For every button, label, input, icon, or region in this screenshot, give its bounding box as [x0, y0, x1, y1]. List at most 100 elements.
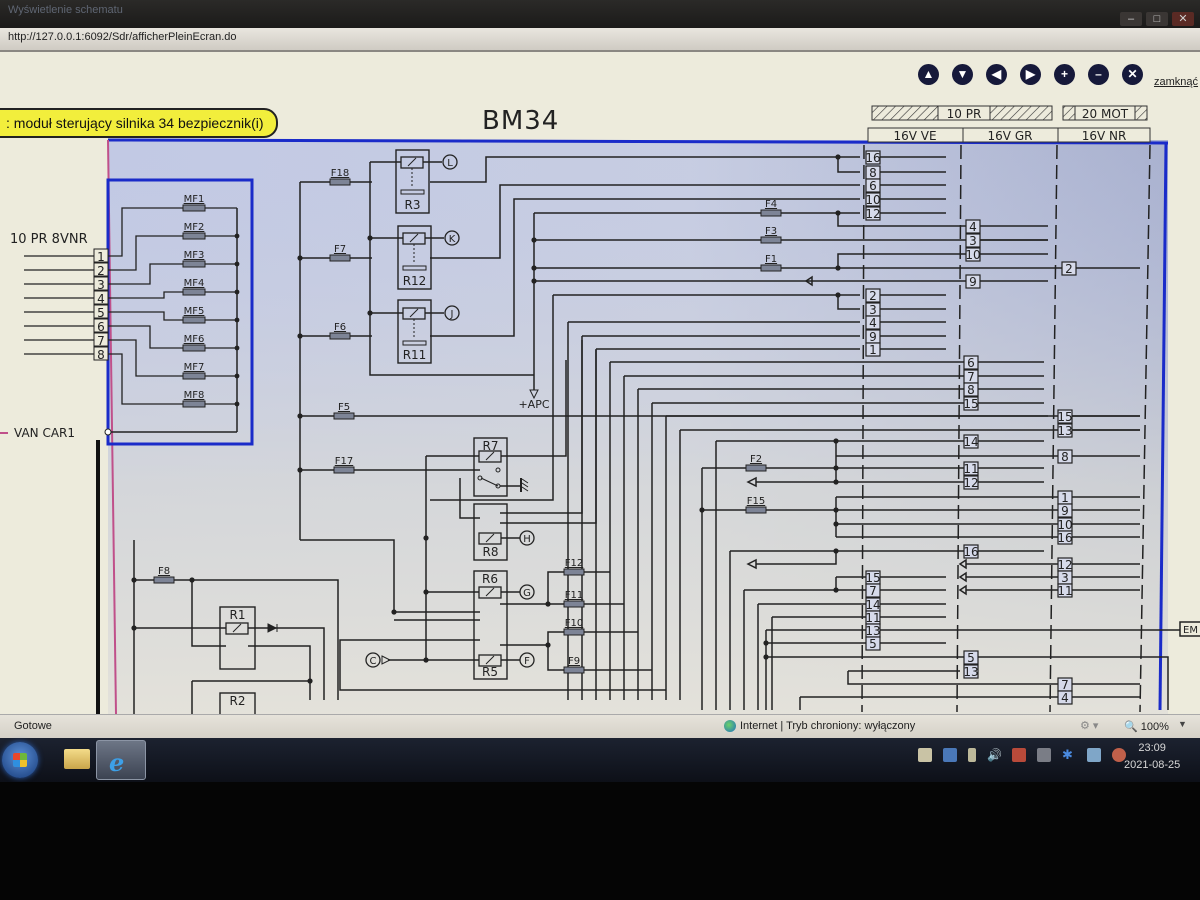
address-url[interactable]: http://127.0.0.1:6092/Sdr/afficherPleinE…	[8, 31, 237, 43]
connector-pin	[865, 342, 881, 357]
network-icon[interactable]	[943, 748, 957, 762]
display-icon[interactable]	[1012, 748, 1026, 762]
fuse-label: F11	[565, 590, 583, 601]
header-box-20mot	[1074, 105, 1136, 121]
connector-header: 10 PR 20 MOT 16V VE 16V GR 16V NR	[867, 105, 1151, 143]
pin-label: 4	[969, 220, 977, 234]
close-window-button[interactable]: ✕	[1172, 12, 1194, 26]
wire	[500, 340, 583, 514]
arrow-icon	[804, 275, 813, 287]
junction-dot	[367, 235, 373, 241]
component-tooltip: : moduł sterujący silnika 34 bezpiecznik…	[0, 108, 278, 138]
fuse-body	[745, 464, 767, 472]
taskbar-internet-explorer[interactable]: e	[96, 740, 146, 780]
taskbar-explorer[interactable]	[55, 740, 99, 778]
zoom-in-icon[interactable]: +	[1054, 64, 1075, 85]
protected-mode-icon[interactable]: ⚙ ▾	[1080, 720, 1099, 732]
scroll-down-icon[interactable]: ▼	[952, 64, 973, 85]
em-label: EM	[1183, 625, 1198, 636]
relay-box	[473, 503, 508, 561]
fuse-body	[760, 236, 782, 244]
connector-pin	[865, 192, 881, 207]
scroll-right-icon[interactable]: ▶	[1020, 64, 1041, 85]
folder-icon	[64, 749, 90, 769]
divider-nr	[1049, 144, 1058, 713]
pin-label: 9	[869, 330, 877, 344]
fuse-label: F3	[765, 226, 777, 237]
connector-pin	[963, 434, 979, 449]
junction-dot	[367, 310, 373, 316]
maxi-fuse-body	[182, 204, 206, 212]
wire	[547, 645, 652, 671]
zoom-out-icon[interactable]: –	[1088, 64, 1109, 85]
pin-label: 13	[1057, 424, 1072, 438]
relay-switch	[480, 477, 499, 487]
maxi-fuse-body	[182, 316, 206, 324]
wire	[609, 361, 966, 700]
app-tray-icon[interactable]	[1112, 748, 1126, 762]
fuse-body	[760, 209, 782, 217]
maxi-fuse-wire	[108, 353, 237, 405]
fuse-body	[563, 568, 585, 576]
fuse-label: F7	[334, 244, 346, 255]
header-col-gr: 16V GR	[988, 129, 1033, 143]
settings-icon[interactable]	[1087, 748, 1101, 762]
wire	[715, 440, 966, 710]
volume-icon[interactable]: 🔊	[987, 748, 1002, 762]
clock-date: 2021-08-25	[1124, 759, 1181, 771]
em-connector[interactable]	[1179, 621, 1200, 637]
relay-box	[473, 570, 508, 680]
junction-dot	[833, 521, 839, 527]
fuse-body	[563, 666, 585, 674]
connector-pin	[965, 219, 981, 234]
relay-coil	[478, 586, 502, 599]
pin-label: 15	[963, 397, 978, 411]
junction-dot	[835, 154, 841, 160]
junction-dot	[189, 577, 195, 583]
minimize-button[interactable]: –	[1120, 12, 1142, 26]
maximize-button[interactable]: □	[1146, 12, 1168, 26]
relay-contact	[495, 483, 501, 489]
window-controls: – □ ✕	[1120, 12, 1194, 26]
connector-pins: 1686101223491157141113543109678151411121…	[865, 150, 1077, 705]
touchpad-icon[interactable]	[1037, 748, 1051, 762]
junction-dot	[131, 625, 137, 631]
battery-icon[interactable]	[968, 748, 976, 762]
fuse-body	[333, 466, 355, 474]
close-link[interactable]: zamknąć	[1154, 76, 1199, 88]
relay-node-label: J	[450, 309, 454, 320]
pin-label: 7	[869, 584, 877, 598]
action-center-icon[interactable]	[918, 748, 932, 762]
window-title-bar: Wyświetlenie schematu – □ ✕	[0, 0, 1200, 28]
bluetooth-icon[interactable]: ✱	[1062, 747, 1073, 762]
relay-label: R3	[405, 198, 421, 212]
header-col-ve: 16V VE	[893, 129, 936, 143]
relay-coil-mark	[485, 587, 495, 597]
zoom-dropdown-icon[interactable]: ▼	[1178, 719, 1187, 729]
junction-dot	[763, 640, 769, 646]
windows-logo-icon-part	[13, 760, 27, 767]
relay-box	[395, 149, 430, 214]
clock[interactable]: 23:09 2021-08-25	[1124, 740, 1180, 774]
globe-icon	[724, 720, 736, 732]
connector-pin	[1057, 503, 1073, 518]
fit-view-icon[interactable]: ✕	[1122, 64, 1143, 85]
address-bar[interactable]: http://127.0.0.1:6092/Sdr/afficherPleinE…	[0, 28, 1200, 52]
scroll-up-icon[interactable]: ▲	[918, 64, 939, 85]
wiring-diagram[interactable]: 10 PR 20 MOT 16V VE 16V GR 16V NR 10 PR …	[0, 52, 1200, 714]
security-zone: Internet | Tryb chroniony: wyłączony	[724, 720, 915, 732]
pin-label: 5	[97, 306, 105, 320]
scroll-left-icon[interactable]: ◀	[986, 64, 1007, 85]
pin-label: 6	[967, 356, 975, 370]
diagram-title: BM34	[482, 106, 560, 136]
fuse-body	[329, 332, 351, 340]
start-button[interactable]	[2, 742, 38, 778]
relay-contact	[477, 475, 483, 481]
zoom-level[interactable]: 🔍 100%	[1124, 721, 1169, 733]
status-bar: Gotowe Internet | Tryb chroniony: wyłącz…	[0, 714, 1200, 739]
zone-text: Internet | Tryb chroniony: wyłączony	[740, 720, 916, 732]
